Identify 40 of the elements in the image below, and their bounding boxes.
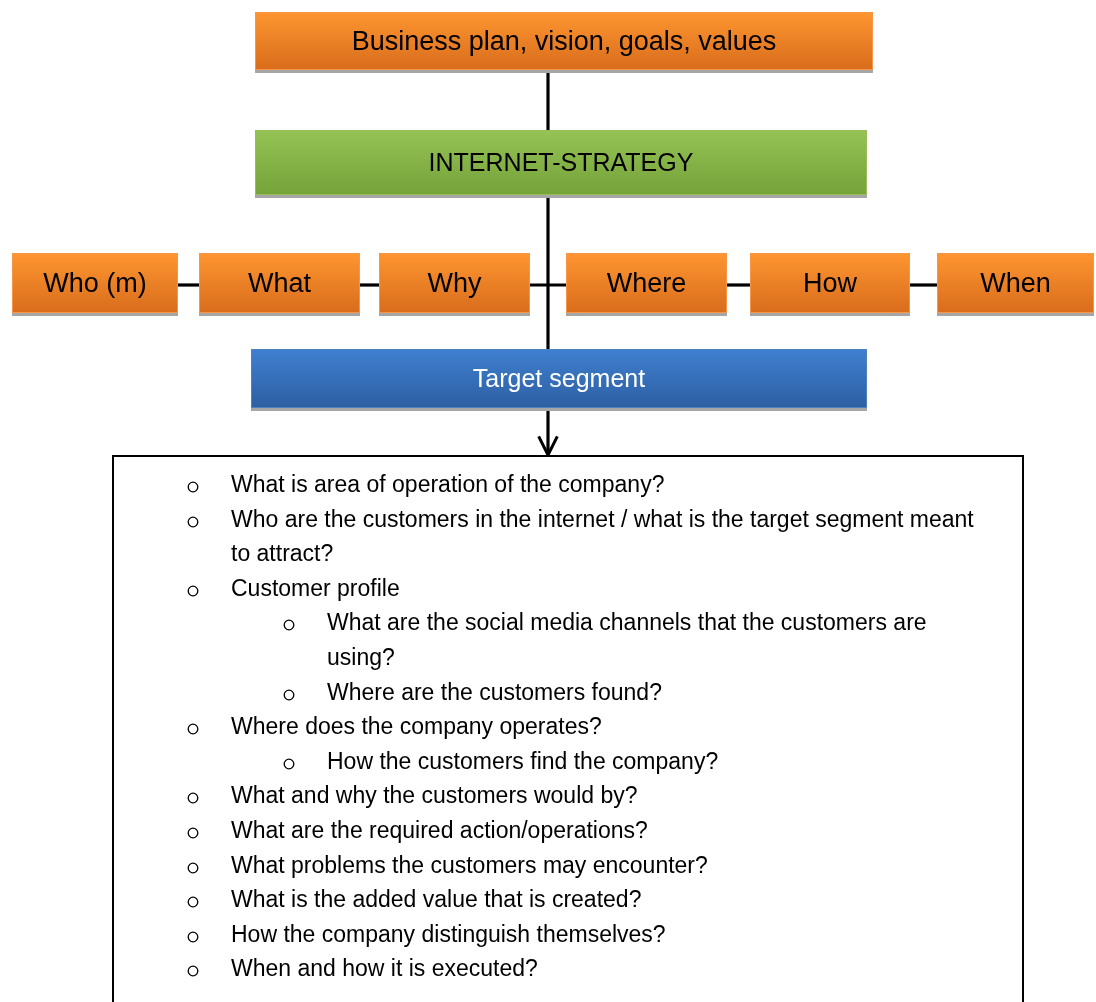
question-text: What and why the customers would by? xyxy=(231,782,638,809)
process-box xyxy=(12,253,178,313)
arrow xyxy=(537,408,559,457)
question-text: What is the added value that is created? xyxy=(231,886,642,913)
box-label: Business plan, vision, goals, values xyxy=(351,25,777,57)
box-label: How xyxy=(803,267,857,299)
connector-line xyxy=(360,283,379,287)
question-text: Where are the customers found? xyxy=(327,678,662,705)
box-label: Why xyxy=(427,267,482,299)
connector-line xyxy=(727,283,750,287)
process-box xyxy=(255,12,873,70)
process-box xyxy=(750,253,910,313)
process-box xyxy=(566,253,727,313)
question-text: How the company distinguish themselves? xyxy=(231,920,666,947)
question-list-box xyxy=(112,455,1024,1002)
box-label: Who (m) xyxy=(43,267,147,299)
box-label: When xyxy=(980,267,1051,299)
strategy-box xyxy=(255,130,867,195)
question-text: Where does the company operates? xyxy=(231,713,602,740)
connector-line xyxy=(910,283,937,287)
box-label: INTERNET-STRATEGY xyxy=(428,148,694,177)
question-text: What problems the customers may encounter? xyxy=(231,851,708,878)
question-text: Customer profile xyxy=(231,574,400,601)
question-text: When and how it is executed? xyxy=(231,955,538,982)
box-label: Target segment xyxy=(472,364,646,393)
question-text: How the customers find the company? xyxy=(327,747,719,774)
process-box xyxy=(199,253,360,313)
connector-line xyxy=(546,70,550,130)
process-box xyxy=(379,253,530,313)
segment-box xyxy=(251,349,867,408)
question-text: What are the social media channels that the customers are using? xyxy=(327,609,927,670)
connector-line xyxy=(546,195,550,349)
question-text: What is area of operation of the company? xyxy=(231,471,665,497)
connector-line xyxy=(530,283,566,287)
question-text: What are the required action/operations? xyxy=(231,816,648,843)
box-label: Where xyxy=(606,267,687,299)
connector-line xyxy=(178,283,199,287)
process-box xyxy=(937,253,1094,313)
question-text: Who are the customers in the internet / what is the target segment meant to attract? xyxy=(231,505,974,567)
box-label: What xyxy=(248,267,311,299)
